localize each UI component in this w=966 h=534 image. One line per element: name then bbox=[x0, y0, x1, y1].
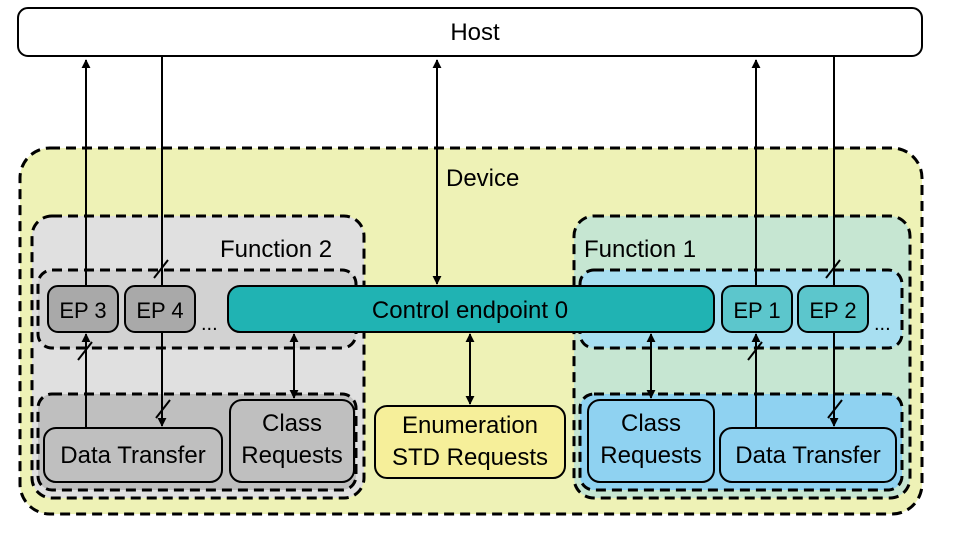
function1-more-endpoints: ... bbox=[874, 313, 891, 335]
enumeration-line2: STD Requests bbox=[392, 444, 548, 471]
function1-class-requests bbox=[587, 399, 715, 483]
function2-more-endpoints: ... bbox=[201, 313, 218, 335]
f1-data-tick bbox=[827, 399, 843, 419]
enumeration-std-requests bbox=[374, 405, 566, 479]
function1-data-transfer-label: Data Transfer bbox=[735, 442, 880, 469]
ep3-tick bbox=[77, 341, 93, 361]
function2-label: Function 2 bbox=[220, 236, 332, 263]
ep4-tick bbox=[153, 259, 169, 279]
f2-data-tick bbox=[155, 399, 171, 419]
function1-class-requests-line2: Requests bbox=[600, 442, 701, 469]
function2-class-requests-line1: Class bbox=[262, 410, 322, 437]
host-box bbox=[17, 7, 923, 57]
function2-data-transfer bbox=[43, 427, 223, 483]
function2-data-transfer-label: Data Transfer bbox=[60, 442, 205, 469]
ep1-label: EP 1 bbox=[733, 298, 780, 323]
ep4-label: EP 4 bbox=[136, 298, 183, 323]
ep3-box bbox=[47, 285, 119, 333]
function2-class-requests bbox=[229, 399, 355, 483]
ep2-tick bbox=[825, 259, 841, 279]
ep4-box bbox=[124, 285, 196, 333]
function2-class-requests-line2: Requests bbox=[241, 442, 342, 469]
device-label: Device bbox=[446, 165, 519, 192]
ep2-label: EP 2 bbox=[809, 298, 856, 323]
function1-data-transfer bbox=[719, 427, 897, 483]
control-endpoint-0 bbox=[227, 285, 715, 333]
control-endpoint-label: Control endpoint 0 bbox=[372, 297, 568, 324]
enumeration-line1: Enumeration bbox=[402, 412, 538, 439]
host-label: Host bbox=[450, 19, 500, 46]
ep1-tick bbox=[747, 341, 763, 361]
function1-label: Function 1 bbox=[584, 236, 696, 263]
function1-class-requests-line1: Class bbox=[621, 410, 681, 437]
ep3-label: EP 3 bbox=[59, 298, 106, 323]
